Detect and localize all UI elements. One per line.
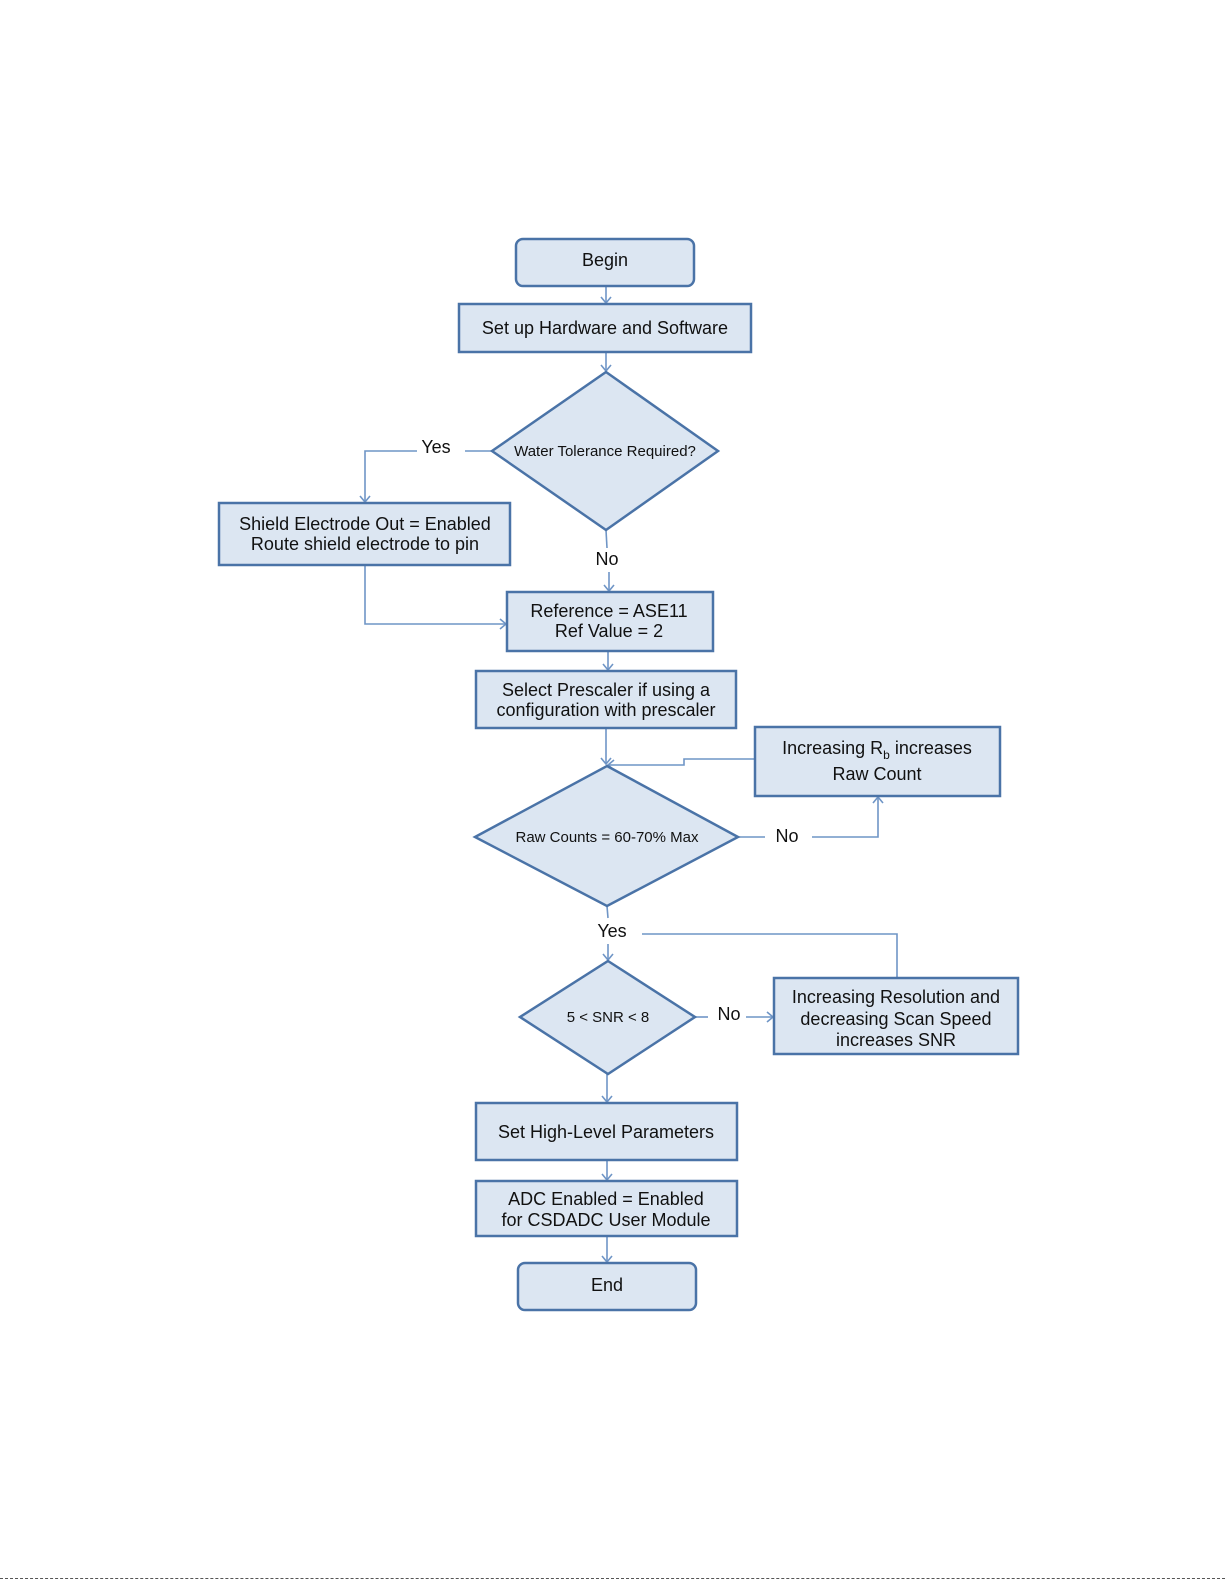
- node-snr-decision: 5 < SNR < 8: [517, 959, 698, 1076]
- node-end: End: [516, 1261, 698, 1312]
- begin-label: Begin: [582, 250, 628, 270]
- node-water-decision: Water Tolerance Required?: [489, 370, 721, 532]
- rb-label-line2: Raw Count: [832, 764, 921, 784]
- water-decision-label: Water Tolerance Required?: [514, 443, 696, 460]
- reference-label-line2: Ref Value = 2: [555, 621, 663, 641]
- snr-decision-label: 5 < SNR < 8: [567, 1009, 650, 1026]
- connector-yes-shield: [364, 450, 417, 502]
- rawcount-no-label: No: [775, 826, 798, 846]
- node-rawcount-decision: Raw Counts = 60-70% Max: [472, 764, 741, 908]
- connector-no-rb: [812, 797, 879, 838]
- node-prescaler: Select Prescaler if using a configuratio…: [474, 669, 738, 730]
- connector-shield-reference: [364, 566, 506, 625]
- edge-labels: Yes No No Yes No: [421, 437, 798, 1024]
- page-bottom-rule: [0, 1578, 1225, 1579]
- prescaler-label-line2: configuration with prescaler: [496, 700, 715, 720]
- adc-label-line2: for CSDADC User Module: [501, 1210, 710, 1230]
- adc-label-line1: ADC Enabled = Enabled: [508, 1189, 704, 1209]
- connector-rb-rawcount: [608, 758, 755, 766]
- setup-label: Set up Hardware and Software: [482, 318, 728, 338]
- node-highlevel: Set High-Level Parameters: [474, 1101, 739, 1162]
- prescaler-label-line1: Select Prescaler if using a: [502, 680, 711, 700]
- rb-label-post: increases: [890, 738, 972, 758]
- node-rb: Increasing Rb increases Raw Count: [753, 725, 1002, 798]
- resolution-label-line3: increases SNR: [836, 1030, 956, 1050]
- connector-resolution-loop: [642, 933, 898, 977]
- connectors: [364, 285, 898, 1262]
- reference-label-line1: Reference = ASE11: [530, 601, 687, 621]
- resolution-label-line1: Increasing Resolution and: [792, 987, 1000, 1007]
- water-no-label: No: [595, 549, 618, 569]
- rb-label-sub: b: [883, 748, 890, 762]
- snr-no-label: No: [717, 1004, 740, 1024]
- node-reference: Reference = ASE11 Ref Value = 2: [505, 590, 715, 653]
- rb-label-pre: Increasing R: [782, 738, 883, 758]
- shield-label-line1: Shield Electrode Out = Enabled: [239, 514, 491, 534]
- node-adc: ADC Enabled = Enabled for CSDADC User Mo…: [474, 1179, 739, 1238]
- node-resolution: Increasing Resolution and decreasing Sca…: [772, 976, 1020, 1056]
- node-begin: Begin: [514, 237, 696, 288]
- connector-rawcount-yes: [606, 905, 609, 919]
- arrowhead-rawcount-top: [600, 757, 612, 766]
- rb-label-line1: Increasing Rb increases: [782, 738, 972, 762]
- rawcount-yes-label: Yes: [597, 921, 626, 941]
- end-label: End: [591, 1275, 623, 1295]
- highlevel-label: Set High-Level Parameters: [498, 1122, 714, 1142]
- connector-water-no: [605, 529, 608, 549]
- resolution-label-line2: decreasing Scan Speed: [800, 1009, 991, 1029]
- water-yes-label: Yes: [421, 437, 450, 457]
- rawcount-decision-label: Raw Counts = 60-70% Max: [515, 829, 699, 846]
- node-setup: Set up Hardware and Software: [457, 302, 753, 354]
- shield-label-line2: Route shield electrode to pin: [251, 534, 479, 554]
- node-shield: Shield Electrode Out = Enabled Route shi…: [217, 501, 512, 567]
